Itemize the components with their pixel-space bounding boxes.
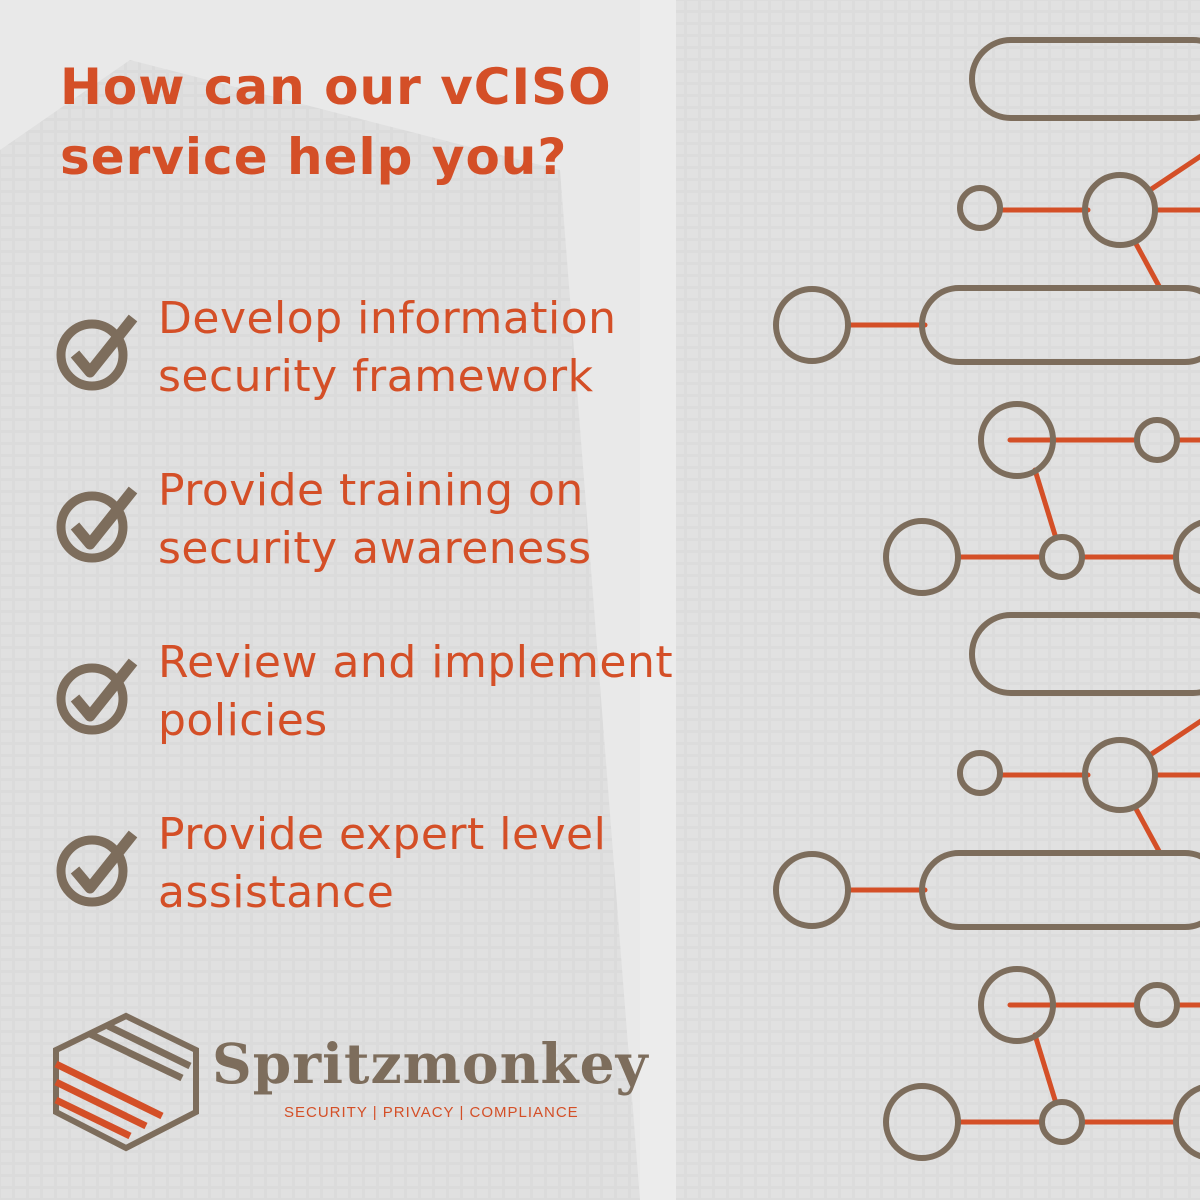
service-item-label: Provide training on security awareness	[158, 462, 778, 578]
service-line-1: Provide training on	[158, 465, 584, 516]
page-title-line-1: How can our vCISO	[60, 58, 612, 116]
service-line-1: Review and implement	[158, 637, 674, 688]
service-line-1: Develop information	[158, 293, 617, 344]
service-item-label: Develop information security framework	[158, 290, 778, 406]
spritzmonkey-logo-icon	[53, 1012, 199, 1152]
service-item-label: Review and implement policies	[158, 634, 778, 750]
check-circle-icon	[56, 486, 138, 563]
service-line-2: policies	[158, 695, 328, 746]
service-line-2: security framework	[158, 351, 594, 402]
circuit-group-bottom	[773, 612, 1200, 1161]
service-line-2: assistance	[158, 867, 395, 918]
service-item-label: Provide expert level assistance	[158, 806, 778, 922]
check-circle-icon	[56, 830, 138, 907]
page-title: How can our vCISO service help you?	[60, 52, 740, 192]
service-line-1: Provide expert level	[158, 809, 607, 860]
service-line-2: security awareness	[158, 523, 592, 574]
circuit-group-top	[773, 37, 1200, 596]
circuit-network-decoration	[773, 37, 1200, 1161]
brand-tagline: SECURITY | PRIVACY | COMPLIANCE	[284, 1104, 579, 1121]
brand-block: Spritzmonkey SECURITY | PRIVACY | COMPLI…	[212, 1028, 648, 1138]
page-title-line-2: service help you?	[60, 128, 568, 186]
brand-name: Spritzmonkey	[212, 1031, 649, 1096]
check-circle-icon	[56, 314, 138, 391]
check-circle-icon	[56, 658, 138, 735]
